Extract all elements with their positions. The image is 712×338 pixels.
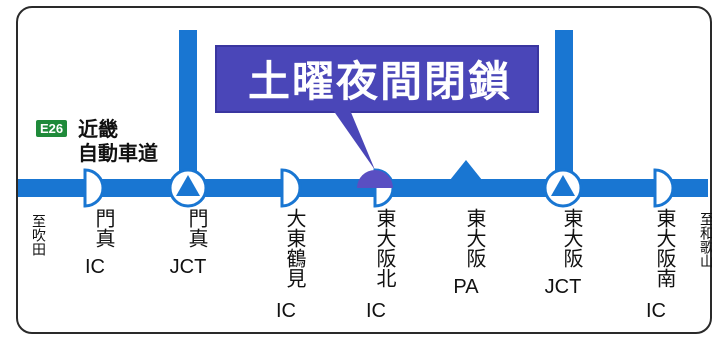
callout-text: 土曜夜間閉鎖: [247, 57, 512, 106]
higashiosaka-jct-connector: [555, 30, 573, 180]
higashiosaka-kita-ic-symbol: [357, 168, 395, 208]
mado-ic-symbol: [83, 168, 105, 208]
station-mado-ic-suffix: IC: [85, 256, 105, 278]
station-daitotsurumi-ic-label: 大東鶴見: [283, 208, 307, 288]
route-name-line1: 近畿: [78, 117, 118, 141]
station-higashiosaka-minami-ic-suffix: IC: [646, 300, 666, 322]
mado-jct-symbol: [168, 168, 208, 208]
higashiosaka-minami-ic-symbol: [653, 168, 675, 208]
station-higashiosaka-jct-suffix: JCT: [544, 276, 582, 298]
callout-pointer: [333, 110, 375, 170]
daitotsurumi-ic-symbol: [280, 168, 302, 208]
station-mado-ic-label: 門真: [92, 208, 116, 248]
higashiosaka-pa-symbol: [450, 160, 482, 180]
station-higashiosaka-pa-suffix: PA: [453, 276, 479, 298]
station-higashiosaka-minami-ic-label: 東大阪南: [653, 208, 677, 288]
station-higashiosaka-jct-label: 東大阪: [560, 208, 584, 268]
station-higashiosaka-pa-label: 東大阪: [463, 208, 487, 268]
station-higashiosaka-kita-ic-suffix: IC: [366, 300, 386, 322]
route-name: 近畿 自動車道: [78, 117, 198, 165]
direction-right: 至和歌山: [698, 212, 712, 268]
route-badge: E26: [36, 120, 68, 137]
station-mado-jct-label: 門真: [185, 208, 209, 248]
route-name-line2: 自動車道: [78, 141, 158, 165]
callout-box: [215, 45, 539, 113]
direction-left: 至吹田: [30, 214, 46, 256]
station-higashiosaka-kita-ic-label: 東大阪北: [373, 208, 397, 288]
higashiosaka-jct-symbol: [543, 168, 583, 208]
mado-jct-connector: [179, 30, 197, 180]
station-mado-jct-suffix: JCT: [169, 256, 207, 278]
station-daitotsurumi-ic-suffix: IC: [276, 300, 296, 322]
